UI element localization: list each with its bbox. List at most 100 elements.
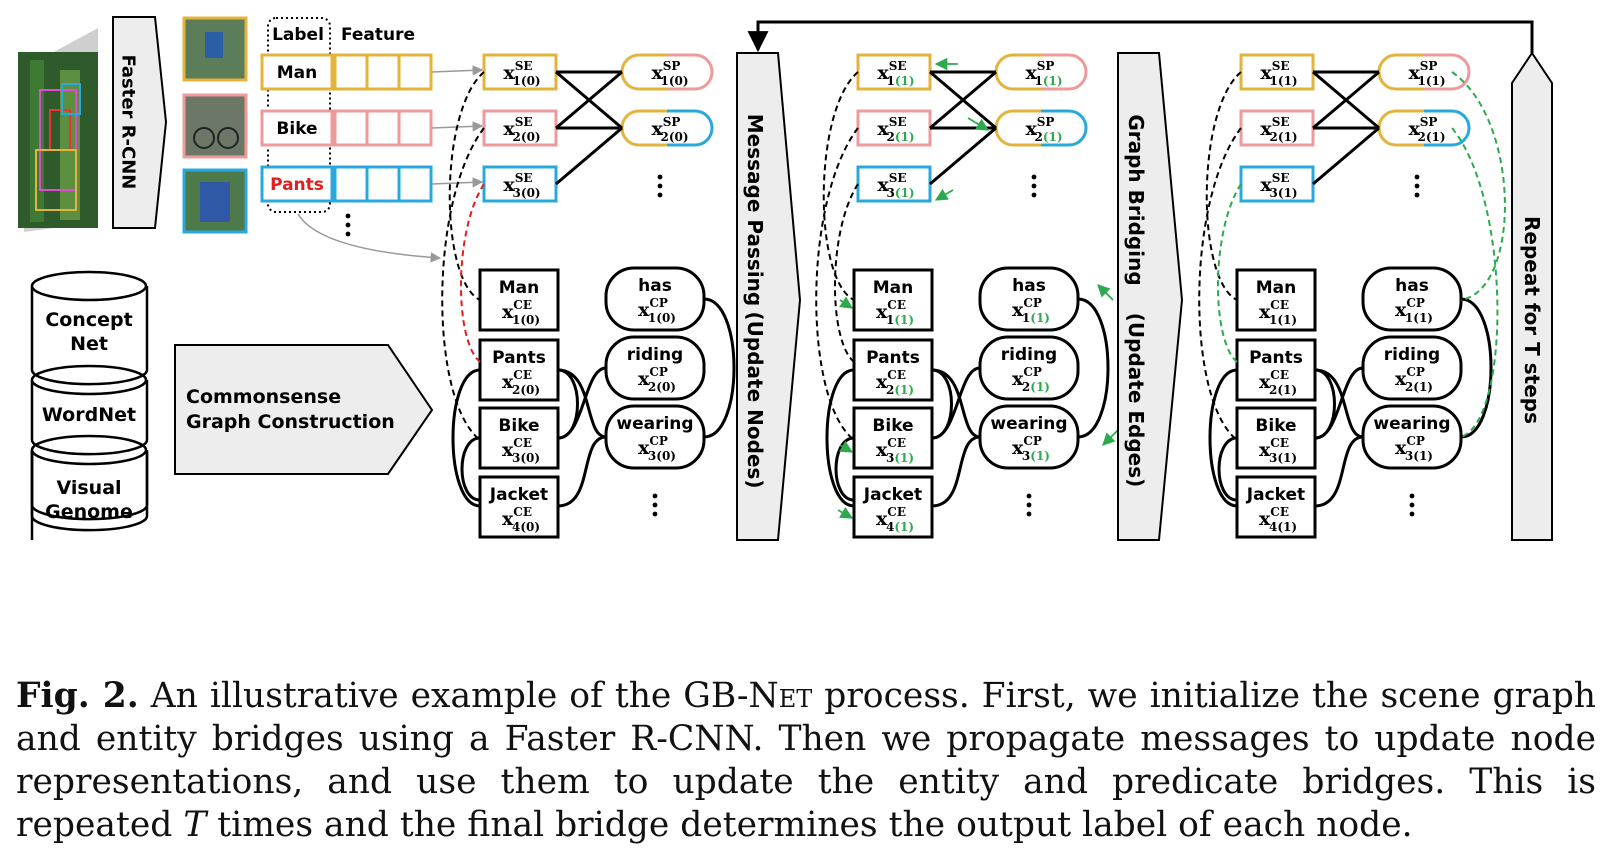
ce-name: Pants — [492, 348, 546, 368]
figure-caption: Fig. 2. An illustrative example of the G… — [16, 675, 1596, 845]
message-passing-band: Message Passing (Update Nodes) — [736, 52, 802, 541]
repeat-loop-arrow — [747, 20, 1534, 53]
ce-name: Bike — [872, 416, 913, 436]
commonsense-edge — [1314, 368, 1364, 439]
cp-name: riding — [627, 345, 683, 365]
commonsense-entity-node — [478, 406, 560, 470]
cp-name: riding — [1384, 345, 1440, 365]
commonsense-edge — [931, 366, 981, 440]
ellipsis-dot — [652, 493, 658, 499]
commonsense-edge — [825, 368, 855, 508]
update-nodes-label: (Update Nodes) — [743, 311, 767, 488]
feature-to-se-arrow — [431, 65, 484, 76]
ce-name: Jacket — [1246, 485, 1305, 505]
entity-bridge — [815, 127, 859, 441]
commonsense-edge — [460, 436, 481, 502]
commonsense-edge — [931, 368, 981, 439]
predicate-bridge — [1451, 127, 1499, 438]
commonsense-edge — [931, 435, 981, 508]
entity-bridge — [448, 71, 485, 301]
scene-edge — [929, 70, 997, 130]
commonsense-edge — [557, 366, 607, 440]
ellipsis-dot — [657, 174, 663, 180]
entity-bridge — [1216, 183, 1242, 363]
ce-name: Man — [873, 278, 914, 298]
ellipsis-dot — [1031, 183, 1037, 189]
cp-name: wearing — [990, 414, 1067, 434]
commonsense-entity-node — [852, 406, 934, 470]
commonsense-edge — [1217, 436, 1238, 502]
commonsense-edge — [1077, 297, 1110, 439]
commonsense-entity-node — [852, 268, 934, 332]
scene-edge — [1312, 126, 1380, 186]
scene-entity-node — [856, 109, 932, 147]
input-image — [18, 28, 98, 232]
commonsense-edge — [1314, 435, 1364, 508]
commonsense-edge — [1208, 368, 1238, 508]
cp-name: has — [1395, 276, 1429, 296]
message-arrow — [837, 506, 854, 519]
feature-column-header: Feature — [341, 25, 415, 45]
kb-wordnet: WordNet — [42, 404, 136, 426]
gbnet-diagram: Faster R-CNN Label Feature Man Bike Pant… — [18, 16, 1553, 541]
graph-bridging-band: Graph Bridging (Update Edges) — [1117, 52, 1184, 541]
caption-fig-label: Fig. 2. — [16, 675, 139, 716]
label-ellipsis — [345, 213, 351, 237]
entity-bridge — [822, 71, 859, 301]
commonsense-edge — [1314, 366, 1364, 440]
scene-edge — [1312, 70, 1380, 130]
ellipsis-dot — [1026, 511, 1032, 517]
commonsense-edge — [834, 436, 855, 502]
ce-name: Jacket — [489, 485, 548, 505]
commonsense-entity-node — [852, 475, 934, 539]
message-arrow — [839, 440, 854, 453]
commonsense-entity-node — [478, 338, 560, 402]
scene-entity-node — [482, 109, 558, 147]
ce-name: Pants — [866, 348, 920, 368]
kb-bottom — [30, 452, 149, 532]
message-arrow — [839, 296, 854, 309]
ellipsis-dot — [1031, 174, 1037, 180]
ellipsis-dot — [657, 192, 663, 198]
cp-name: has — [1012, 276, 1046, 296]
repeat-band: Repeat for T steps — [1511, 51, 1553, 541]
message-arrow — [967, 117, 990, 131]
ellipsis-dot — [1414, 183, 1420, 189]
faster-rcnn-label: Faster R-CNN — [118, 55, 139, 190]
commonsense-entity-node — [478, 268, 560, 332]
message-arrow — [1102, 429, 1119, 446]
ellipsis-dot — [1409, 493, 1415, 499]
ellipsis-dot — [1026, 493, 1032, 499]
commonsense-edge — [557, 435, 607, 508]
ce-name: Bike — [1255, 416, 1296, 436]
label-column-header: Label — [272, 25, 324, 45]
faster-rcnn-arrow: Faster R-CNN — [112, 16, 168, 229]
scene-edge — [555, 126, 623, 186]
scene-edge — [555, 70, 623, 130]
label-bike: Bike — [276, 119, 317, 139]
message-arrow — [934, 188, 954, 201]
ellipsis-dot — [652, 502, 658, 508]
ellipsis-dot — [1026, 502, 1032, 508]
crop-bike — [182, 93, 248, 159]
